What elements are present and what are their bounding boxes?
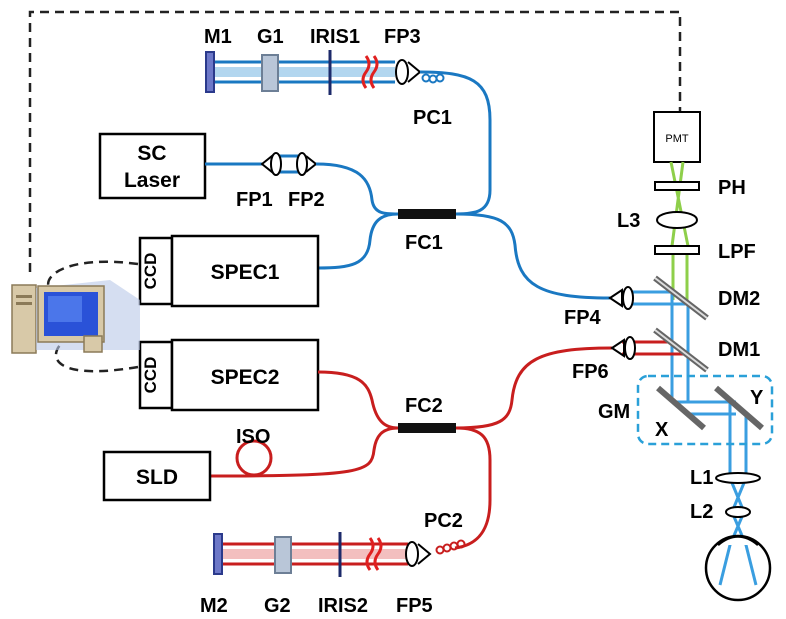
ccd2-cable [54, 344, 139, 373]
label-fc1: FC1 [405, 232, 443, 254]
label-fp2: FP2 [288, 189, 325, 211]
label-iris1: IRIS1 [310, 26, 360, 48]
break-mark-1 [361, 55, 379, 89]
coupler-fc1 [398, 209, 456, 219]
collimator-fp6 [610, 336, 636, 360]
spec1-label: SPEC1 [211, 261, 280, 284]
spec2-box [170, 338, 320, 412]
grating-g2 [274, 536, 292, 574]
pc1-loop [421, 73, 431, 83]
spec2-label: SPEC2 [211, 366, 280, 389]
label-lpf: LPF [718, 241, 756, 263]
computer-icon [11, 280, 140, 354]
pc2-loop [435, 545, 445, 555]
grating-g1 [261, 54, 279, 92]
fiber-fc2-sld [209, 426, 399, 478]
label-m1: M1 [204, 26, 232, 48]
label-iris2: IRIS2 [318, 595, 368, 617]
label-gm: GM [598, 401, 630, 423]
galvo-scanner-box [636, 374, 774, 446]
lens-fp3 [395, 59, 409, 85]
label-l3: L3 [617, 210, 640, 232]
lens-l1 [715, 472, 761, 484]
label-ph: PH [718, 177, 746, 199]
fiber-fc2-fp6 [455, 346, 613, 430]
mirror-m2 [213, 533, 223, 575]
collimator-fp4 [608, 286, 634, 310]
pinhole-ph [654, 181, 700, 191]
break-mark-2 [365, 537, 383, 571]
imaging-beam [622, 290, 758, 586]
fiber-fc1-spec1 [317, 212, 399, 270]
coupler-fc2 [398, 423, 456, 433]
filter-lpf [654, 245, 700, 255]
fiber-fc1-fp4 [455, 212, 611, 300]
eye-icon [704, 534, 772, 602]
label-y: Y [750, 387, 764, 409]
label-x: X [655, 419, 669, 441]
label-fp1: FP1 [236, 189, 273, 211]
lens-l3 [656, 211, 698, 229]
label-fc2: FC2 [405, 395, 443, 417]
pmt-label: PMT [665, 133, 689, 145]
label-fp3: FP3 [384, 26, 421, 48]
sld-box [102, 450, 212, 502]
isolator-loop [235, 439, 273, 477]
lens-fp5 [405, 541, 419, 567]
label-g1: G1 [257, 26, 284, 48]
mirror-m1 [205, 51, 215, 93]
spec1-box [170, 234, 320, 308]
label-m2: M2 [200, 595, 228, 617]
label-l2: L2 [690, 501, 713, 523]
sc-laser-label-2: Laser [124, 169, 180, 192]
label-l1: L1 [690, 467, 713, 489]
sld-label: SLD [136, 466, 178, 489]
collimator-fp1-fp2 [260, 152, 318, 176]
galvo-mirror-x [656, 385, 706, 431]
fiber-fc2-pc2 [454, 426, 492, 550]
fiber-spec2-fc2 [317, 370, 399, 430]
control-line-top [28, 10, 682, 272]
label-fp4: FP4 [564, 307, 602, 329]
label-dm1: DM1 [718, 339, 760, 361]
fiber-pc1-fc1 [419, 70, 492, 216]
ccd1-cable [47, 260, 139, 291]
pmt-box [653, 111, 701, 163]
label-iso: ISO [236, 426, 270, 448]
label-fp5: FP5 [396, 595, 433, 617]
ccd1-label: CCD [141, 253, 160, 290]
ccd1-box [138, 236, 174, 306]
label-fp6: FP6 [572, 361, 609, 383]
reference-arm-1 [205, 50, 445, 95]
sc-laser-label-1: SC [137, 142, 166, 165]
lens-l2 [725, 506, 751, 518]
fiber-fp2-fc1 [315, 162, 399, 216]
sc-laser-box [98, 132, 207, 200]
ccd2-label: CCD [141, 357, 160, 394]
reference-arm-2 [213, 532, 466, 577]
label-g2: G2 [264, 595, 291, 617]
label-pc2: PC2 [424, 510, 463, 532]
label-dm2: DM2 [718, 288, 760, 310]
galvo-mirror-y [714, 385, 764, 431]
label-pc1: PC1 [413, 107, 452, 129]
ccd2-box [138, 340, 174, 410]
